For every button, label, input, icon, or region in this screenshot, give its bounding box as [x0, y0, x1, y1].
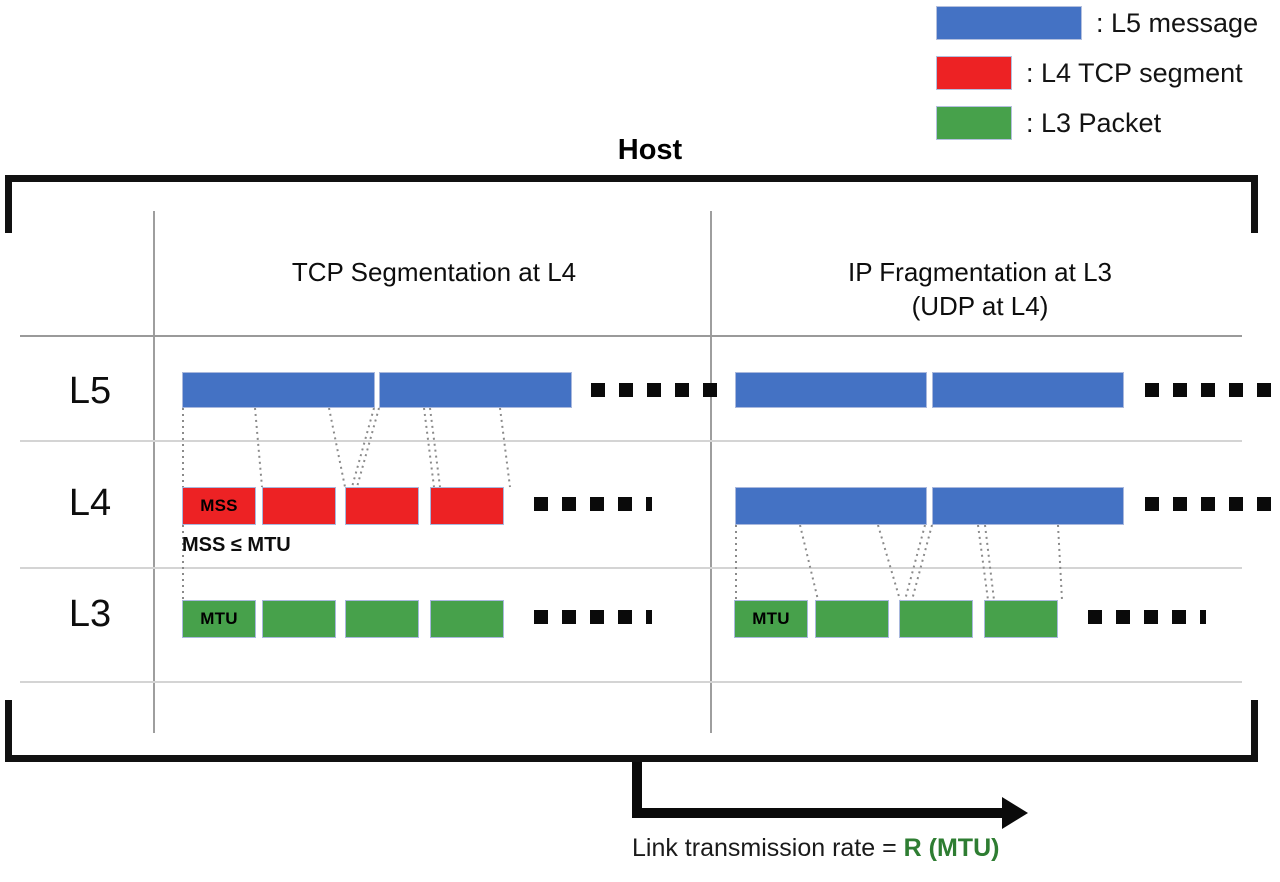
l3-packet-box[interactable]: MTU	[734, 600, 808, 638]
right-l3-ellipsis	[1088, 610, 1206, 624]
legend-label-l5: : L5 message	[1096, 7, 1259, 38]
legend-swatch-red	[936, 56, 1012, 90]
gridline-l3-bottom	[20, 681, 1242, 683]
l3-packet-box[interactable]	[345, 600, 419, 638]
host-frame-top-right-leg	[1251, 175, 1258, 233]
left-l3-ellipsis	[534, 610, 652, 624]
l4-tcp-segment-box[interactable]	[430, 487, 504, 525]
layer-label-l5: L5	[68, 370, 112, 412]
mss-mtu-note: MSS ≤ MTU	[182, 534, 291, 556]
arrow-horizontal-shaft	[632, 808, 1004, 818]
l4-tcp-segment-box[interactable]	[345, 487, 419, 525]
legend-item-l5: : L5 message	[936, 6, 1258, 40]
host-frame-top-left-leg	[5, 175, 12, 233]
l3-packet-box[interactable]	[815, 600, 889, 638]
l4-tcp-segment-box[interactable]	[262, 487, 336, 525]
l3-packet-box[interactable]	[899, 600, 973, 638]
column-divider-right	[710, 211, 712, 733]
l5-message-box[interactable]	[932, 372, 1124, 408]
host-frame-bottom-right-leg	[1251, 700, 1258, 762]
link-rate-caption: Link transmission rate = R (MTU)	[632, 834, 999, 863]
column-header-ip-fragmentation: IP Fragmentation at L3 (UDP at L4)	[847, 257, 1112, 322]
gridline-l4-bottom	[20, 567, 1242, 569]
legend-item-l4: : L4 TCP segment	[936, 56, 1243, 90]
l4-tcp-segment-box[interactable]: MSS	[182, 487, 256, 525]
legend-swatch-blue	[936, 6, 1082, 40]
left-l5-ellipsis	[591, 383, 717, 397]
legend-label-l4: : L4 TCP segment	[1026, 57, 1243, 88]
l3-packet-box[interactable]	[262, 600, 336, 638]
l3-packet-box[interactable]	[984, 600, 1058, 638]
l4-udp-datagram-box[interactable]	[932, 487, 1124, 525]
layer-label-l4: L4	[68, 482, 112, 524]
column-divider-left	[153, 211, 155, 733]
link-rate-caption-prefix: Link transmission rate =	[632, 834, 904, 862]
link-rate-caption-accent: R (MTU)	[903, 834, 1000, 862]
l5-message-box[interactable]	[379, 372, 572, 408]
page-title: Host	[617, 134, 683, 166]
legend-label-l3: : L3 Packet	[1026, 107, 1162, 138]
layer-label-l3: L3	[68, 593, 112, 635]
gridline-l5-bottom	[20, 440, 1242, 442]
column-header-tcp-segmentation: TCP Segmentation at L4	[291, 257, 577, 287]
l5-message-box[interactable]	[735, 372, 927, 408]
host-frame-top	[5, 175, 1258, 182]
l4-udp-datagram-box[interactable]	[735, 487, 927, 525]
l5-message-box[interactable]	[182, 372, 375, 408]
host-frame-bottom	[5, 755, 1258, 762]
right-l5-ellipsis	[1145, 383, 1271, 397]
host-frame-bottom-left-leg	[5, 700, 12, 762]
l3-packet-box[interactable]	[430, 600, 504, 638]
right-arrow-icon	[1002, 797, 1028, 829]
left-l4-ellipsis	[534, 497, 652, 511]
right-l4-ellipsis	[1145, 497, 1271, 511]
gridline-header-bottom	[20, 335, 1242, 337]
arrow-vertical-stem	[632, 762, 642, 818]
legend-item-l3: : L3 Packet	[936, 106, 1161, 140]
legend-swatch-green	[936, 106, 1012, 140]
l3-packet-box[interactable]: MTU	[182, 600, 256, 638]
